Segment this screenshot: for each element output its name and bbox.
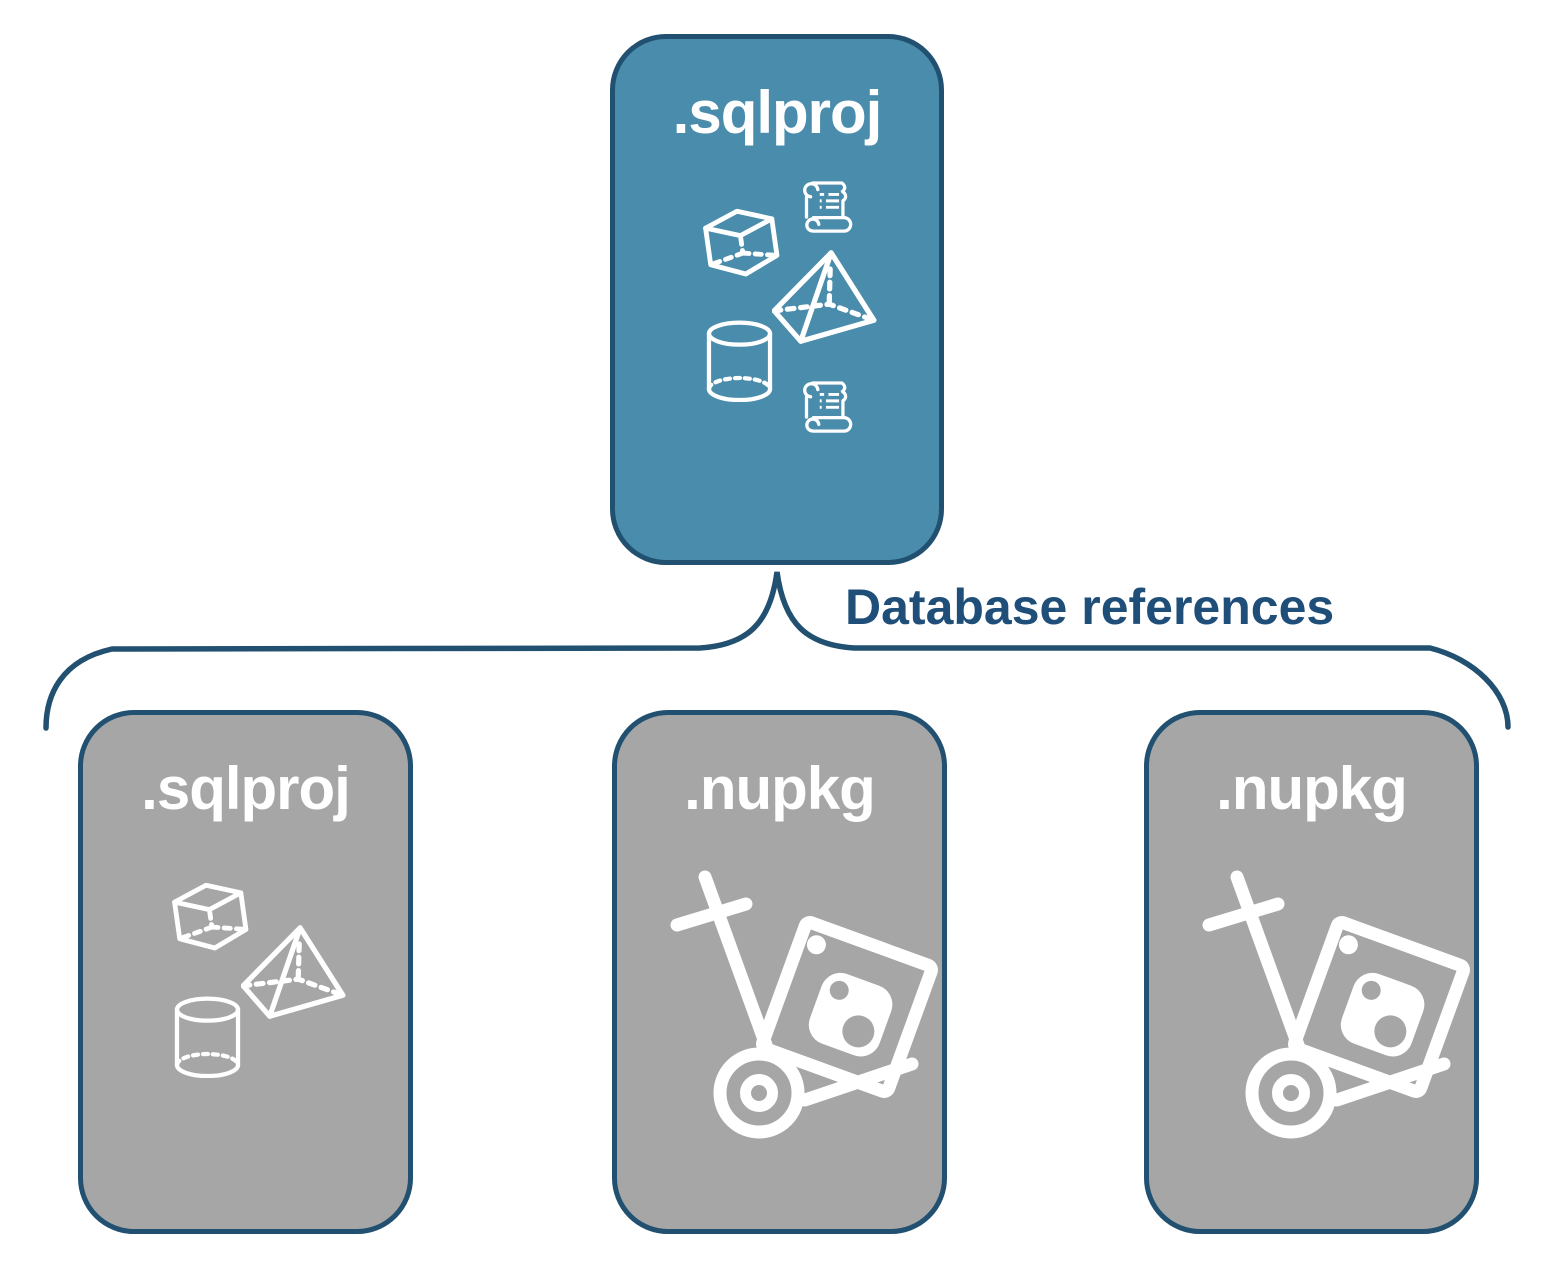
pyramid-icon — [241, 925, 346, 1020]
child-node-title: .sqlproj — [141, 755, 351, 822]
cylinder-icon — [704, 320, 775, 402]
root-node-sqlproj: .sqlproj — [610, 34, 944, 565]
scroll-icon — [798, 176, 856, 236]
child-node-nupkg-1: .nupkg — [612, 710, 947, 1234]
child-node-title: .nupkg — [684, 755, 876, 822]
cylinder-icon — [172, 996, 243, 1078]
pyramid-icon — [772, 250, 877, 345]
child-node-sqlproj: .sqlproj — [78, 710, 413, 1234]
root-node-title: .sqlproj — [672, 79, 883, 146]
nuget-handtruck-icon — [1201, 867, 1481, 1147]
child-node-title: .nupkg — [1216, 755, 1408, 822]
scroll-icon — [798, 376, 856, 436]
nuget-handtruck-icon — [669, 867, 949, 1147]
connector-label: Database references — [845, 579, 1335, 635]
child-node-nupkg-2: .nupkg — [1144, 710, 1479, 1234]
